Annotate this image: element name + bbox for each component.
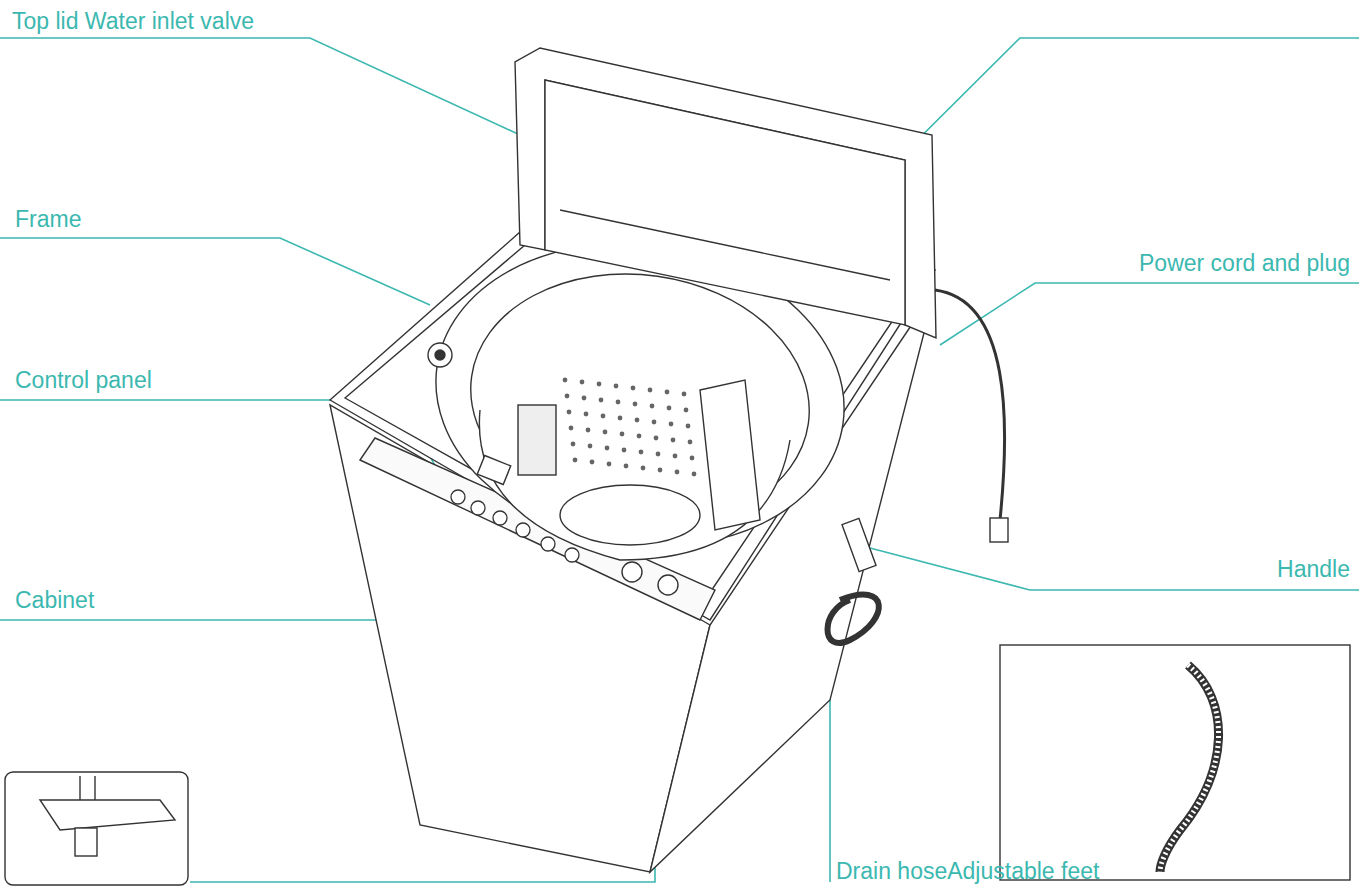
drum-hole [580,380,585,385]
drum-hole [573,458,578,463]
drum-hole [622,448,627,453]
drum-hole [624,464,629,469]
part-label: Top lid Water inlet valve [12,8,254,34]
drum-hole [563,378,568,383]
drum-hole [607,462,612,467]
panel-button [516,523,530,537]
drum-hole [565,394,570,399]
drum-hole [658,468,663,473]
drum-hole [667,406,672,411]
drum-hole [588,444,593,449]
part-label: Power cord and plug [1139,250,1350,276]
drum-hole [584,412,589,417]
drum-hole [635,418,640,423]
control-buttons [451,490,579,562]
drum-hole [603,430,608,435]
drum-hole [652,420,657,425]
drum-hole [605,446,610,451]
drum-hole [684,408,689,413]
drum-hole [654,436,659,441]
drum-hole [692,472,697,477]
drum-hole [567,410,572,415]
drum-hole [597,382,602,387]
drum-hole [673,454,678,459]
drum-hole [671,438,676,443]
drum-hole [682,392,687,397]
machine-drawing [5,48,1350,885]
drum-hole [637,434,642,439]
part-label: Control panel [15,367,152,393]
part-label: Cabinet [15,587,94,613]
drum-hole [586,428,591,433]
panel-button [451,490,465,504]
drum-hole [656,452,661,457]
drum-hole [571,442,576,447]
drum-hole [582,396,587,401]
part-label: Frame [15,206,81,232]
drum-hole [686,424,691,429]
drum-hole [639,450,644,455]
part-label: Handle [1277,556,1350,582]
drum-hole [665,390,670,395]
drum-hole [633,402,638,407]
drum-hole [601,414,606,419]
drum-hole [650,404,655,409]
drum-hole [641,466,646,471]
panel-button [541,537,555,551]
drum-hole [675,470,680,475]
drum-hole [631,386,636,391]
panel-button [565,548,579,562]
drum-hole [590,460,595,465]
drum-hole [614,384,619,389]
drum-hole [620,432,625,437]
drum-hole [688,440,693,445]
drum-hole [569,426,574,431]
drum-holes [563,378,697,477]
drum-hole [616,400,621,405]
part-label: Drain hoseAdjustable feet [836,858,1099,884]
drum-hole [690,456,695,461]
drum-hole [648,388,653,393]
leader-lines [0,38,1359,882]
drum-hole [669,422,674,427]
drum-hole [618,416,623,421]
panel-button [493,511,507,525]
panel-button [471,501,485,515]
drum-hole [599,398,604,403]
